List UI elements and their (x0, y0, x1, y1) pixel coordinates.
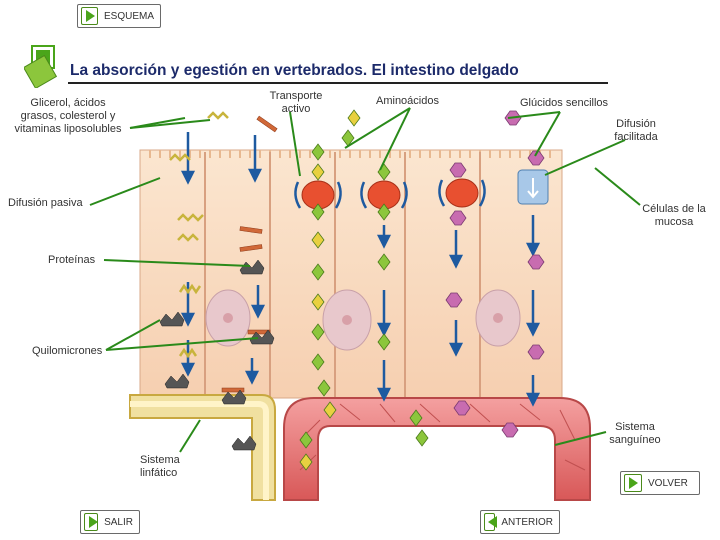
play-right-icon (81, 7, 98, 25)
carrier-arrows (294, 179, 486, 209)
protein-fragments (221, 115, 278, 393)
salir-button[interactable]: SALIR (80, 510, 140, 534)
anterior-button[interactable]: ANTERIOR (480, 510, 560, 534)
play-right-icon (84, 513, 99, 531)
proteinas-label: Proteínas (48, 254, 96, 266)
salir-label: SALIR (104, 516, 133, 528)
volver-button[interactable]: VOLVER (620, 471, 700, 495)
mucosa-cells (139, 149, 563, 399)
green-square-icon (24, 45, 58, 88)
quilomicrones-label: Quilomicrones (32, 345, 103, 357)
play-left-icon (484, 513, 497, 531)
lymphatic-vessel (129, 394, 276, 501)
lipid-molecules (169, 111, 229, 359)
play-right-icon (624, 474, 642, 492)
volver-label: VOLVER (648, 477, 688, 489)
label-pointers (89, 107, 641, 453)
title-underline (68, 82, 608, 84)
glucidos-label: Glúcidos sencillos (520, 97, 609, 109)
amino-acids (299, 109, 429, 471)
esquema-label: ESQUEMA (103, 10, 154, 22)
anterior-label: ANTERIOR (501, 516, 553, 528)
page-title: La absorción y egestión en vertebrados. … (70, 62, 519, 79)
glucides (445, 110, 545, 438)
chylomicrons (159, 259, 275, 451)
aminoacidos-label: Aminoácidos (376, 95, 439, 107)
difusion-pasiva-label: Difusión pasiva (8, 197, 83, 209)
flow-arrows (180, 132, 541, 407)
esquema-button[interactable]: ESQUEMA (77, 4, 161, 28)
carrier-proteins (301, 178, 479, 210)
